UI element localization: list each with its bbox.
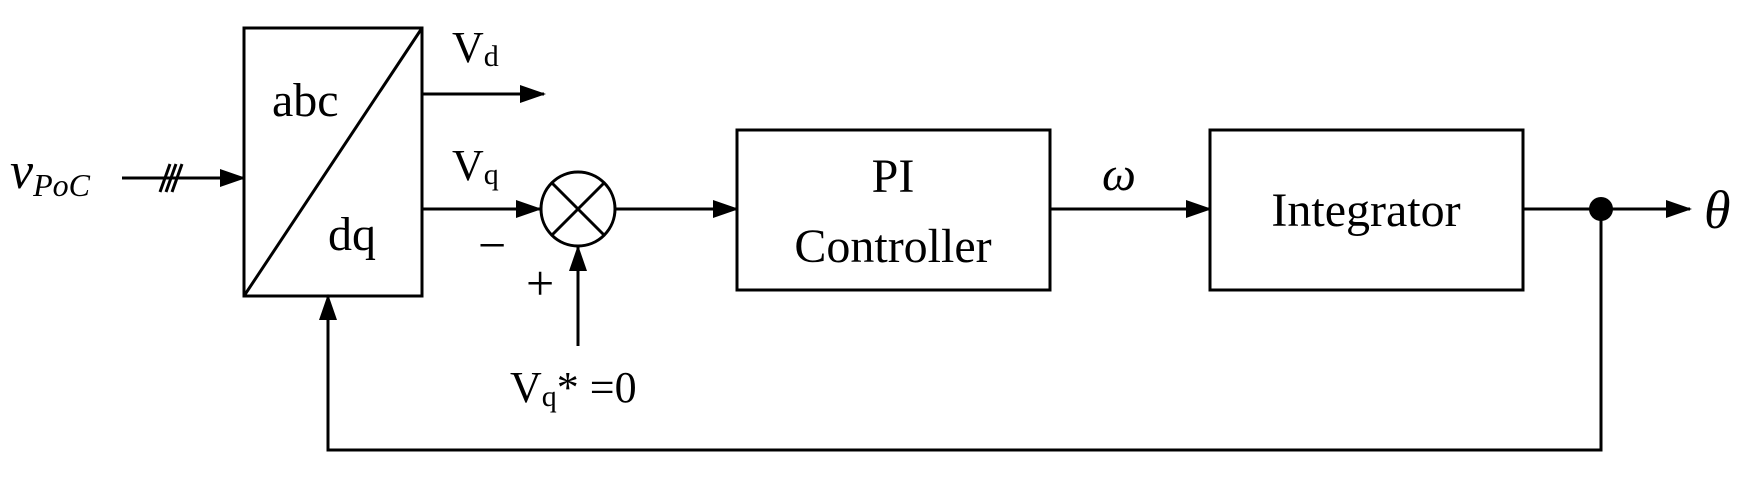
integrator-block xyxy=(1208,128,1525,292)
plus-sign: + xyxy=(526,255,554,311)
vq-ref-label: Vq* =0 xyxy=(510,363,637,413)
transform-top-label: abc xyxy=(272,74,339,127)
feedback-loop xyxy=(319,209,1603,452)
omega-label: ω xyxy=(1102,148,1136,201)
pi-controller-line2: Controller xyxy=(794,220,991,273)
vq-label: Vq xyxy=(452,141,499,191)
input-label: vPoC xyxy=(10,143,91,203)
summing-junction xyxy=(539,170,617,248)
output-theta: θ xyxy=(1704,180,1731,240)
input-subscript: PoC xyxy=(32,167,91,203)
integrator-label: Integrator xyxy=(1271,184,1460,237)
three-phase-marker xyxy=(158,163,184,193)
transform-diagonal xyxy=(242,27,424,297)
input-symbol: v xyxy=(10,143,34,200)
pi-controller-line1: PI xyxy=(872,150,915,203)
transform-bottom-label: dq xyxy=(328,208,376,261)
minus-sign: − xyxy=(478,217,506,273)
vd-label: Vd xyxy=(452,23,499,73)
